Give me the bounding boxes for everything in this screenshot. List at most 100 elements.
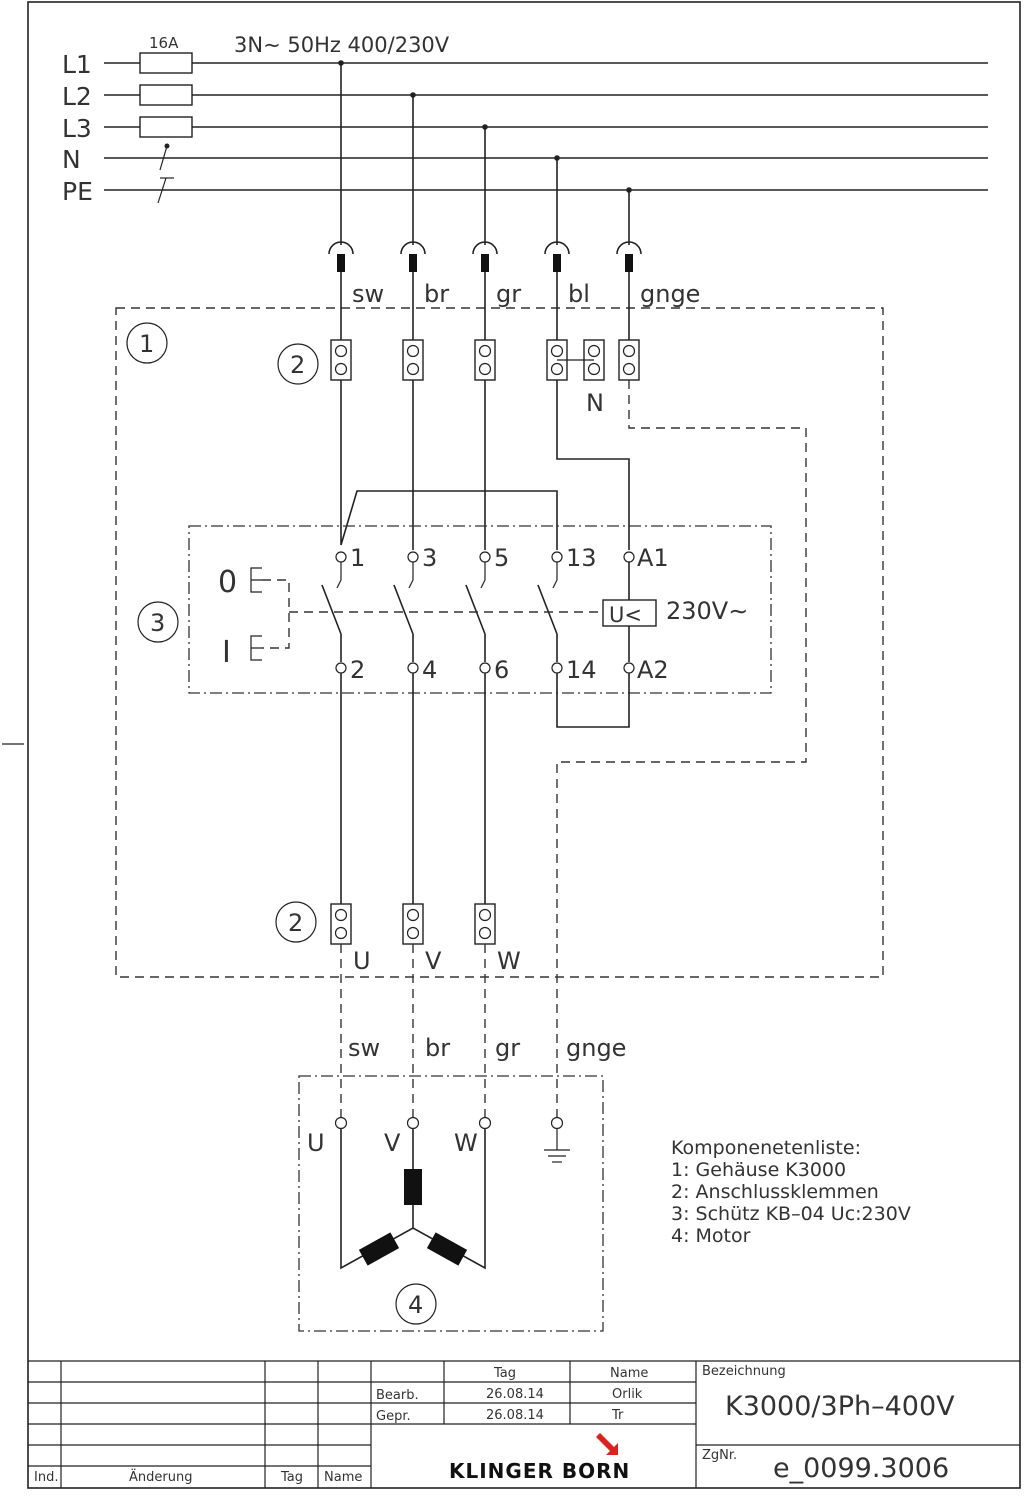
motor-terminal-u: U (307, 1129, 325, 1157)
contact-1: 1 (350, 544, 365, 572)
row-edited: Bearb. (376, 1388, 419, 1403)
line-label-l2: L2 (62, 82, 92, 111)
col-day: Tag (280, 1470, 303, 1485)
winding-u (358, 1232, 400, 1266)
socket-1 (328, 241, 354, 255)
component-3: 3: Schütz KB–04 Uc:230V (671, 1203, 911, 1225)
winding-w (426, 1232, 468, 1266)
edited-date: 26.08.14 (486, 1387, 544, 1402)
socket-4 (544, 241, 570, 255)
undervoltage-coil (602, 599, 657, 627)
fuse-rating: 16A (149, 34, 179, 52)
plug-connectors: sw br gr bl gnge (328, 63, 700, 308)
pin-2 (409, 254, 417, 272)
cable-color-gr: gr (495, 1034, 520, 1062)
marker-contactor (137, 601, 179, 643)
n-to-a1 (556, 380, 630, 550)
checked-by: Tr (611, 1408, 624, 1423)
wire-color-gnge: gnge (640, 280, 700, 308)
designation-label: Bezeichnung (702, 1364, 786, 1379)
motor: U V W 4 (298, 1075, 604, 1332)
motor-outline (298, 1075, 604, 1332)
line-label-l1: L1 (62, 50, 92, 79)
col-change: Änderung (129, 1469, 192, 1485)
n-slash-dot (164, 143, 170, 149)
network-spec: 3N∼ 50Hz 400/230V (234, 33, 450, 57)
line-label-l3: L3 (62, 114, 92, 143)
contactor-kb04: 3 1 3 5 13 A1 U< 230V∼ 2 4 (137, 525, 772, 728)
button-linkage (262, 579, 290, 649)
line-label-pe: PE (62, 177, 93, 206)
star-connection (340, 1129, 486, 1270)
wire-color-bl: bl (568, 280, 590, 308)
marker-contactor-label: 3 (150, 609, 165, 637)
internal-wiring (340, 380, 807, 1118)
wire-color-br: br (424, 280, 449, 308)
fuse-l1 (139, 52, 193, 74)
output-label-u: U (353, 947, 371, 975)
marker-terminals-top-label: 2 (290, 351, 305, 379)
cable-color-br: br (425, 1034, 450, 1062)
button-off-symbol (250, 567, 262, 593)
contact-13: 13 (566, 544, 597, 572)
output-terminals: U V W 2 (275, 901, 521, 975)
contactor-outline (188, 525, 772, 694)
button-off-label: 0 (218, 565, 237, 600)
aux-loop (556, 673, 630, 728)
company-logo-arrow (596, 1433, 618, 1455)
contact-5: 5 (494, 544, 509, 572)
coil-symbol: U< (609, 603, 642, 627)
contact-14: 14 (566, 656, 597, 684)
contact-3: 3 (422, 544, 437, 572)
output-label-v: V (425, 947, 442, 975)
wire-color-gr: gr (496, 280, 521, 308)
motor-terminal-v: V (384, 1129, 401, 1157)
contact-4: 4 (422, 656, 437, 684)
coil-voltage: 230V∼ (666, 597, 748, 625)
line-label-n: N (62, 145, 81, 174)
housing-k3000 (115, 307, 884, 978)
fuse-l3 (139, 116, 193, 138)
marker-terminals-top (277, 343, 319, 385)
col-ind: Ind. (34, 1470, 58, 1485)
company-name: KLINGER BORN (449, 1459, 630, 1483)
component-4: 4: Motor (671, 1225, 751, 1247)
input-terminals: N 2 (277, 272, 640, 417)
marker-motor-label: 4 (408, 1291, 423, 1319)
designation: K3000/3Ph–400V (725, 1391, 955, 1422)
wire-color-sw: sw (352, 280, 384, 308)
edited-by: Orlik (612, 1387, 643, 1402)
col-name: Name (324, 1470, 362, 1485)
head-name: Name (610, 1366, 648, 1381)
cable-color-gnge: gnge (566, 1034, 626, 1062)
drawing-no-label: ZgNr. (702, 1448, 737, 1463)
motor-terminal-w: W (454, 1129, 478, 1157)
socket-3 (472, 241, 498, 255)
n-slash (159, 145, 168, 171)
pe-slash (157, 177, 167, 204)
marker-terminals-bottom (275, 901, 317, 943)
supply-lines: L1 L2 L3 N PE 16A 3N∼ 50Hz 400/230V (62, 33, 988, 206)
contact-a2: A2 (637, 656, 669, 684)
title-block: Ind. Änderung Tag Name Tag Name Bearb. G… (28, 1360, 1020, 1488)
marker-housing (126, 322, 168, 364)
contact-a1: A1 (637, 544, 669, 572)
drawing-frame (27, 1, 1021, 1489)
button-on-label: I (222, 635, 231, 670)
marker-motor (395, 1283, 437, 1325)
pin-1 (337, 254, 345, 272)
fuse-l2 (139, 84, 193, 106)
cable-color-sw: sw (348, 1034, 380, 1062)
row-checked: Gepr. (376, 1409, 411, 1424)
drawing-no: e_0099.3006 (773, 1453, 949, 1484)
socket-2 (400, 241, 426, 255)
pe-wire (556, 380, 807, 1118)
output-label-w: W (497, 947, 521, 975)
head-day: Tag (493, 1366, 516, 1381)
component-2: 2: Anschlussklemmen (671, 1181, 879, 1203)
marker-housing-label: 1 (139, 330, 154, 358)
pin-4 (553, 254, 561, 272)
components-title: Komponenetenliste: (671, 1137, 861, 1159)
motor-cable: sw br gr gnge (340, 944, 626, 1118)
